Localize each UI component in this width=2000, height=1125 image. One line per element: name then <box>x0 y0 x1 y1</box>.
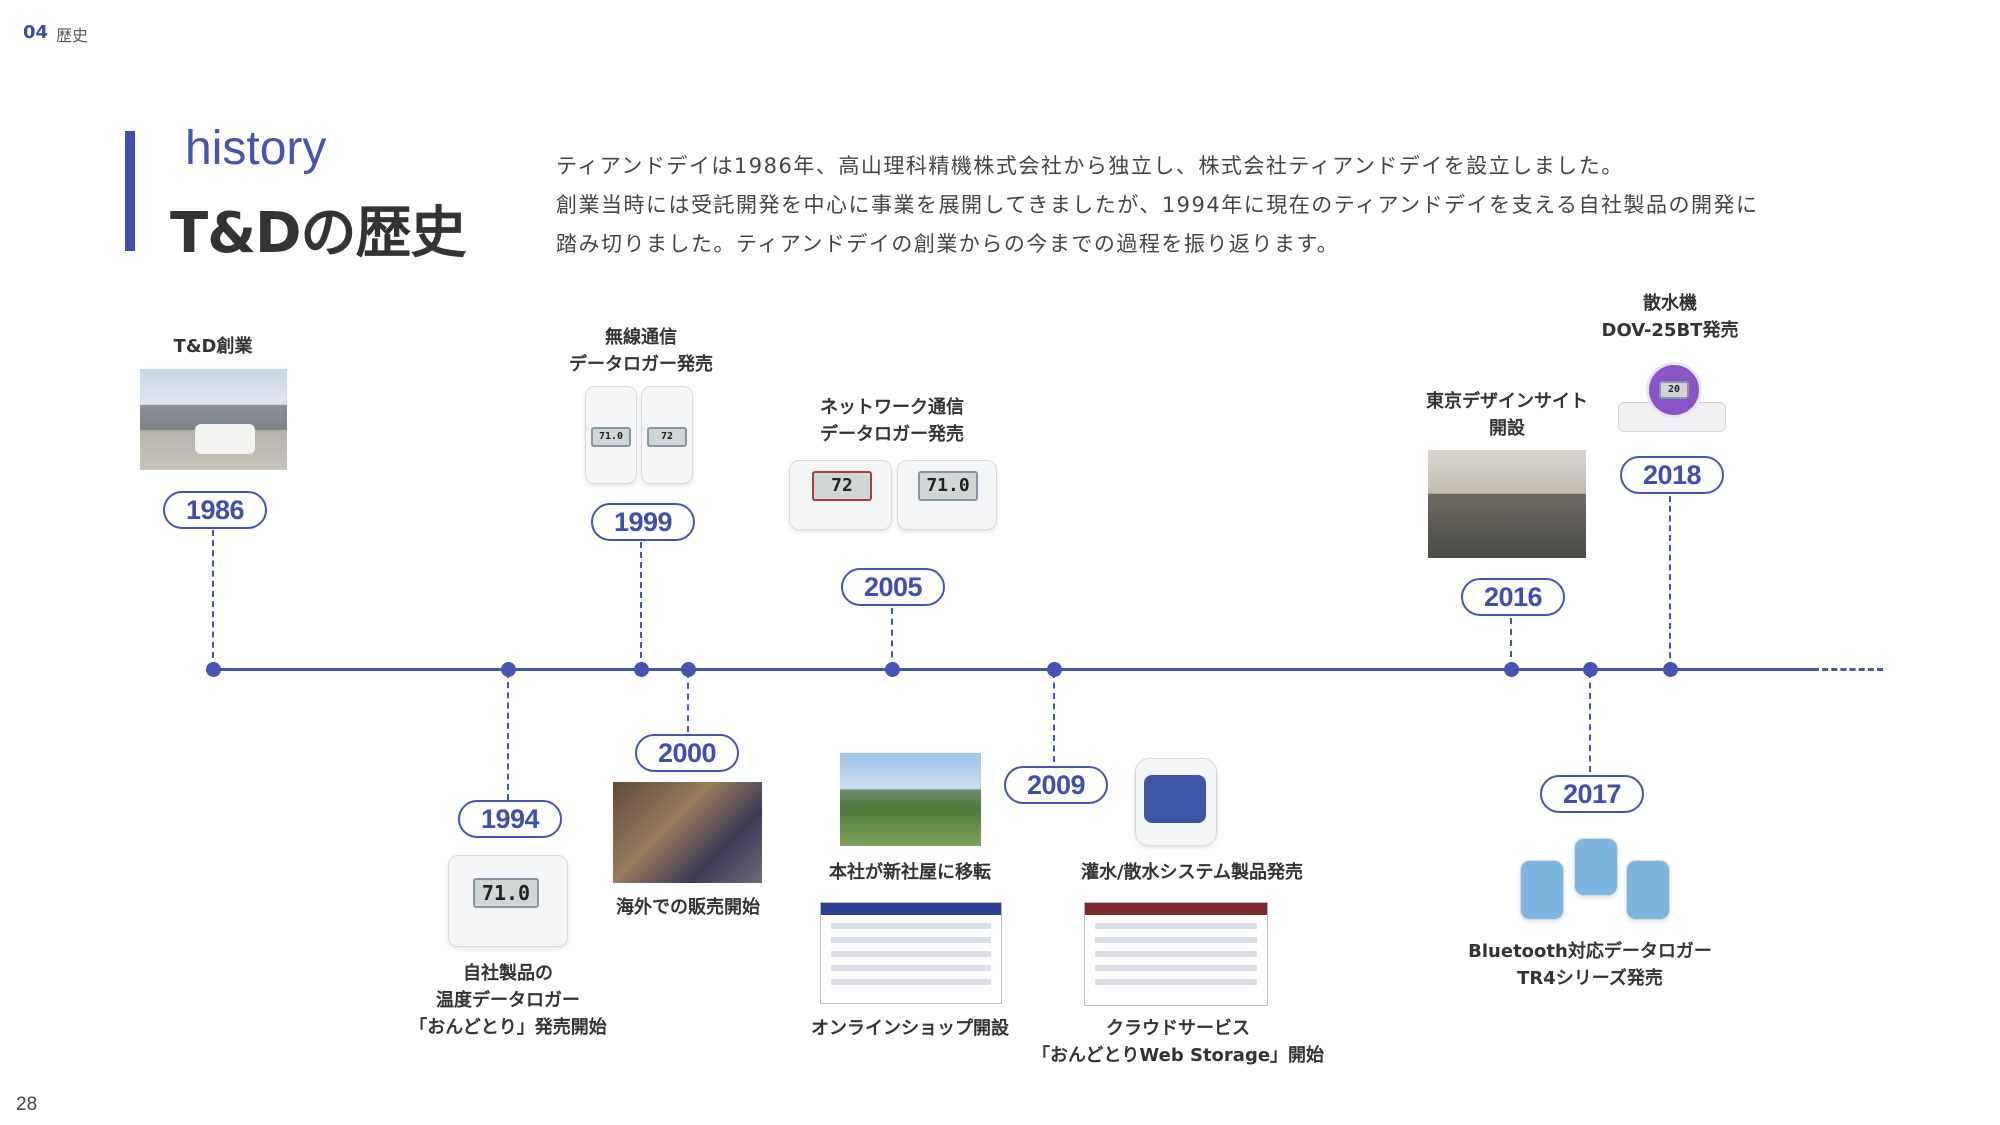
milestone-2018-label: 散水機 DOV-25BT発売 <box>1601 293 1739 341</box>
photo-new-headquarters <box>840 753 981 846</box>
year-badge-2009: 2009 <box>1004 766 1108 804</box>
stem-2005 <box>891 608 893 668</box>
irrigation-controller-image <box>1135 758 1217 846</box>
stem-1986 <box>212 530 214 668</box>
tr4-series-image <box>1520 838 1670 922</box>
milestone-2005-top-label: ネットワーク通信 データロガー発売 <box>820 397 964 445</box>
timeline-dot-1986 <box>206 662 221 677</box>
section-title: 歴史 <box>56 26 89 45</box>
intro-text: ティアンドデイは1986年、高山理科精機株式会社から独立し、株式会社ティアンドデ… <box>556 147 1956 264</box>
tr4-device-center <box>1574 838 1618 896</box>
year-badge-2016: 2016 <box>1461 578 1565 616</box>
year-badge-1994: 1994 <box>458 800 562 838</box>
timeline-dot-2000 <box>681 662 696 677</box>
milestone-2000-label: 海外での販売開始 <box>616 897 760 918</box>
milestone-1986-label: T&D創業 <box>173 336 253 357</box>
stem-1999 <box>640 542 642 668</box>
stem-2018 <box>1669 496 1671 668</box>
page-title: T&Dの歴史 <box>170 201 467 266</box>
stem-2016 <box>1510 618 1512 668</box>
ondotori-logger-image: 71.0 <box>448 855 568 947</box>
year-badge-2005: 2005 <box>841 568 945 606</box>
milestone-2016-label: 東京デザインサイト 開設 <box>1426 391 1588 439</box>
page-number: 28 <box>16 1094 38 1115</box>
milestone-2005-shop-label: オンラインショップ開設 <box>811 1018 1009 1039</box>
wireless-logger-image-2: 72 <box>641 386 693 484</box>
milestone-2009-cloud-label: クラウドサービス 「おんどとりWeb Storage」開始 <box>1031 1018 1325 1066</box>
title-accent-bar <box>125 131 135 251</box>
milestone-2005-hq-label: 本社が新社屋に移転 <box>829 862 991 883</box>
timeline-axis <box>213 668 1813 671</box>
year-badge-2000: 2000 <box>635 734 739 772</box>
timeline-dot-1999 <box>634 662 649 677</box>
intro-line: ティアンドデイは1986年、高山理科精機株式会社から独立し、株式会社ティアンドデ… <box>556 154 1624 178</box>
web-storage-screenshot <box>1084 902 1268 1006</box>
timeline-axis-continuation <box>1813 668 1883 671</box>
year-badge-2018: 2018 <box>1620 456 1724 494</box>
stem-2009 <box>1053 672 1055 762</box>
stem-2017 <box>1589 672 1591 772</box>
page-subtitle: history <box>185 122 327 175</box>
year-badge-1986: 1986 <box>163 491 267 529</box>
network-logger-image-2: 71.0 <box>897 460 997 530</box>
timeline-dot-1994 <box>501 662 516 677</box>
photo-founding-building <box>140 369 287 470</box>
milestone-2009-irrigation-label: 灌水/散水システム製品発売 <box>1080 862 1304 883</box>
milestone-1999-label: 無線通信 データロガー発売 <box>569 327 713 375</box>
online-shop-screenshot <box>820 902 1002 1004</box>
year-badge-1999: 1999 <box>591 503 695 541</box>
wireless-logger-image-1: 71.0 <box>585 386 637 484</box>
network-logger-image-1: 72 <box>789 460 892 530</box>
section-number: 04 <box>23 22 49 43</box>
timeline-dot-2017 <box>1583 662 1598 677</box>
dov-dial: 20 <box>1646 362 1702 418</box>
photo-overseas-exhibition <box>613 782 762 883</box>
tr4-device-left <box>1520 860 1564 920</box>
stem-2000 <box>687 672 689 732</box>
timeline-dot-2016 <box>1504 662 1519 677</box>
tr4-device-right <box>1626 860 1670 920</box>
stem-1994 <box>507 672 509 800</box>
milestone-1994-label: 自社製品の 温度データロガー 「おんどとり」発売開始 <box>409 963 607 1038</box>
timeline-dot-2005 <box>885 662 900 677</box>
photo-design-site-team <box>1428 450 1586 558</box>
intro-line: 踏み切りました。ティアンドデイの創業からの今までの過程を振り返ります。 <box>556 232 1340 256</box>
controller-face <box>1144 775 1206 823</box>
milestone-2017-label: Bluetooth対応データロガー TR4シリーズ発売 <box>1468 941 1712 989</box>
dov-25bt-image: 20 <box>1618 362 1726 434</box>
year-badge-2017: 2017 <box>1540 775 1644 813</box>
timeline-dot-2009 <box>1047 662 1062 677</box>
timeline-dot-2018 <box>1663 662 1678 677</box>
intro-line: 創業当時には受託開発を中心に事業を展開してきましたが、1994年に現在のティアン… <box>556 193 1759 217</box>
